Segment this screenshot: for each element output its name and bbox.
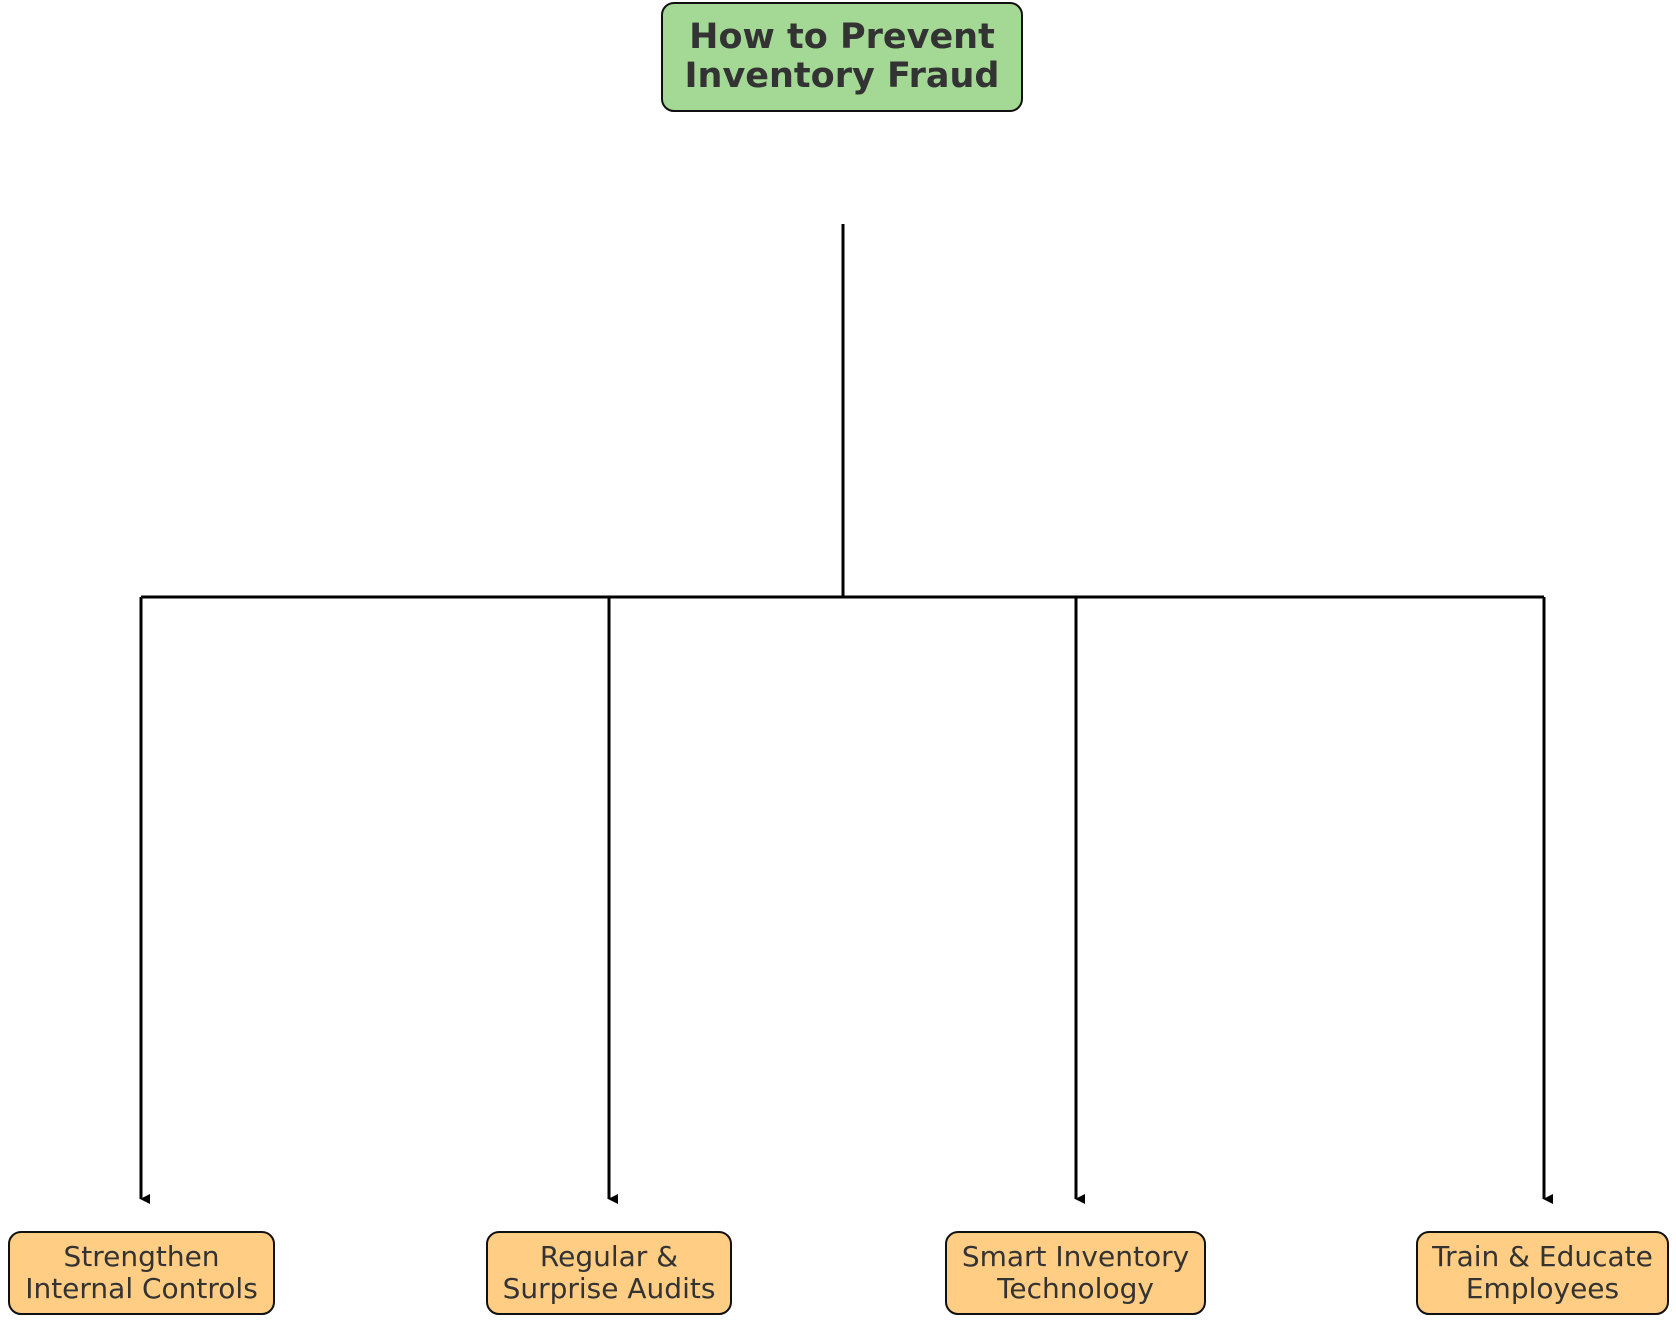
child-label-line-1: Strengthen xyxy=(63,1240,220,1273)
root-title-line-2: Inventory Fraud xyxy=(684,56,1000,96)
child-node-audits: Regular & Surprise Audits xyxy=(486,1231,732,1315)
child-label-line-1: Train & Educate xyxy=(1432,1240,1653,1273)
child-label-line-2: Internal Controls xyxy=(25,1272,258,1305)
child-label-line-1: Smart Inventory xyxy=(961,1240,1190,1273)
root-title-line-1: How to Prevent xyxy=(689,17,995,57)
child-label-line-2: Technology xyxy=(997,1272,1154,1305)
child-label-line-2: Employees xyxy=(1465,1272,1620,1305)
child-label-line-2: Surprise Audits xyxy=(502,1272,716,1305)
child-label-line-1: Regular & xyxy=(539,1240,679,1273)
root-node: How to Prevent Inventory Fraud xyxy=(661,2,1023,112)
child-node-training: Train & Educate Employees xyxy=(1416,1231,1669,1315)
child-node-internal-controls: Strengthen Internal Controls xyxy=(8,1231,275,1315)
child-node-technology: Smart Inventory Technology xyxy=(945,1231,1206,1315)
